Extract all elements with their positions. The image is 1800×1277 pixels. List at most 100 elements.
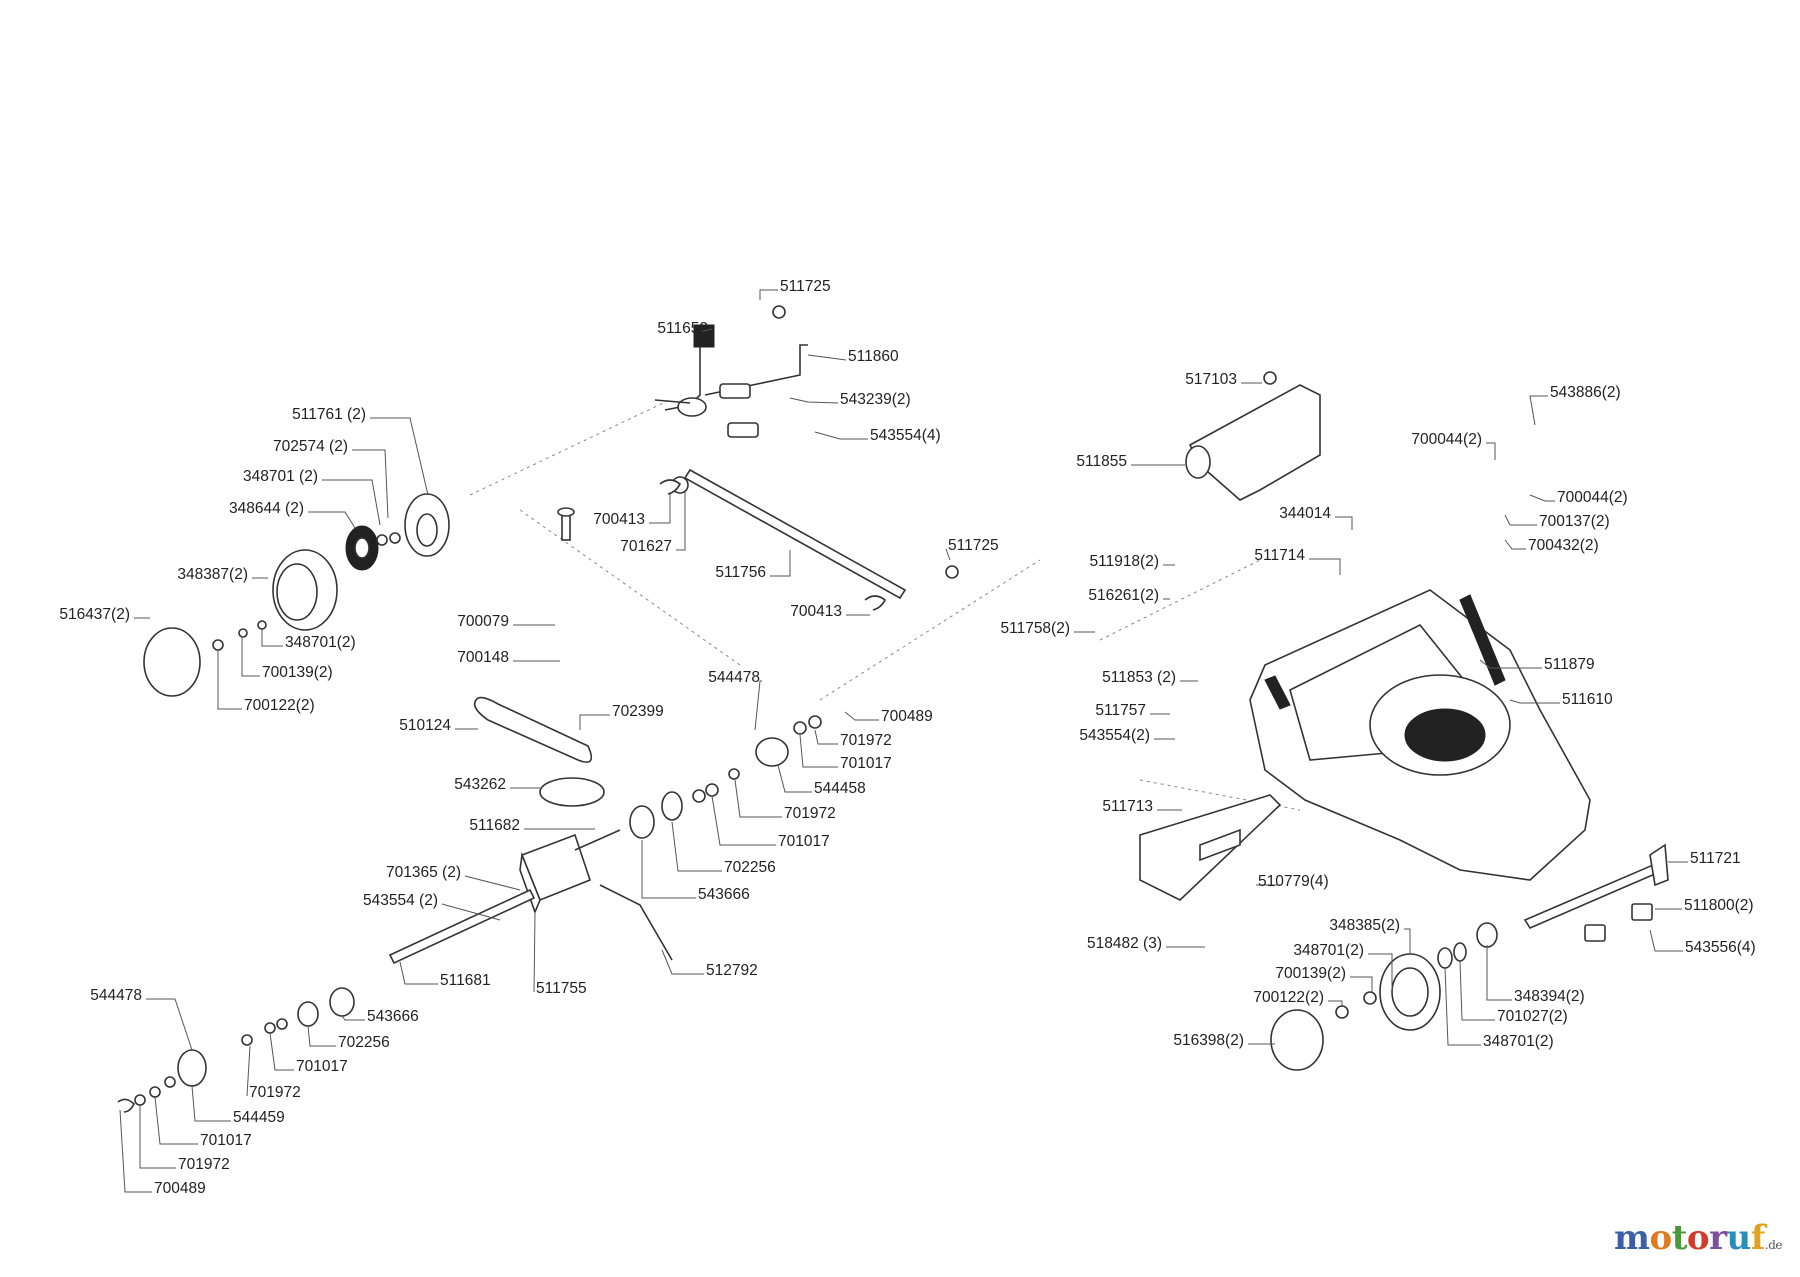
- part-label: 701972: [840, 732, 892, 749]
- leader-line: [579, 714, 610, 730]
- leader-line: [1529, 395, 1548, 426]
- part-label: 700489: [881, 708, 933, 725]
- leader-line: [844, 711, 879, 721]
- leader-line: [1335, 516, 1353, 530]
- leader-line: [699, 328, 713, 333]
- leader-line: [799, 734, 838, 768]
- leader-line: [661, 949, 704, 975]
- part-label: 511800(2): [1684, 897, 1754, 914]
- part-label: 511918(2): [1089, 553, 1159, 570]
- part-label: 701972: [178, 1156, 230, 1173]
- part-label: 348701(2): [1483, 1033, 1554, 1050]
- part-label: 348394(2): [1514, 988, 1585, 1005]
- leader-line: [1479, 659, 1542, 669]
- leader-line: [711, 795, 776, 846]
- part-label: 700122(2): [1253, 989, 1324, 1006]
- part-label: 543556(4): [1685, 939, 1756, 956]
- part-label: 511725: [780, 278, 831, 295]
- leader-line: [814, 431, 868, 440]
- part-label: 701365 (2): [386, 864, 461, 881]
- leader-line: [754, 680, 762, 731]
- part-label: 516261(2): [1088, 587, 1159, 604]
- part-label: 512792: [706, 962, 758, 979]
- part-label: 701017: [200, 1132, 252, 1149]
- part-label: 517103: [1185, 371, 1237, 388]
- logo-letter: o: [1686, 1218, 1710, 1258]
- leader-line: [154, 1096, 198, 1145]
- leader-line: [641, 840, 696, 899]
- part-label: 543554 (2): [363, 892, 438, 909]
- leader-line: [533, 911, 536, 993]
- leader-line: [269, 1032, 294, 1071]
- leader-line: [308, 511, 356, 529]
- part-label: 511713: [1102, 798, 1153, 815]
- part-label: 511714: [1254, 547, 1305, 564]
- leader-line: [1328, 1000, 1343, 1006]
- part-label: 544459: [233, 1109, 285, 1126]
- mower-deck: [1249, 589, 1591, 881]
- part-label: 348701 (2): [243, 468, 318, 485]
- part-label: 348644 (2): [229, 500, 304, 517]
- part-label: 348701(2): [285, 634, 356, 651]
- motoruf-logo: motoruf.de: [1614, 1218, 1782, 1258]
- part-label: 701627: [620, 538, 672, 555]
- part-label: 700079: [457, 613, 509, 630]
- part-label: 544458: [814, 780, 866, 797]
- leader-line: [146, 998, 193, 1051]
- part-label: 544478: [708, 669, 760, 686]
- part-label: 511757: [1095, 702, 1146, 719]
- part-label: 511758(2): [1000, 620, 1070, 637]
- part-label: 511725: [948, 537, 999, 554]
- part-label: 701972: [784, 805, 836, 822]
- part-label: 511879: [1544, 656, 1595, 673]
- part-label: 543262: [454, 776, 506, 793]
- part-label: 511855: [1076, 453, 1127, 470]
- part-label: 543666: [698, 886, 750, 903]
- leader-line: [649, 494, 671, 524]
- grass-bag-cover: [1185, 371, 1321, 501]
- leader-line: [246, 1045, 251, 1097]
- part-label: 516437(2): [59, 606, 130, 623]
- part-label: 701027(2): [1497, 1008, 1568, 1025]
- part-label: 348385(2): [1329, 917, 1400, 934]
- leader-line: [671, 821, 722, 872]
- part-label: 511682: [469, 817, 520, 834]
- part-label: 543554(4): [870, 427, 941, 444]
- leader-line: [1504, 539, 1526, 550]
- connecting-rod: [659, 468, 959, 611]
- part-label: 700044(2): [1411, 431, 1482, 448]
- part-label: 702399: [612, 703, 664, 720]
- leader-line: [1649, 929, 1683, 952]
- part-label: 543239(2): [840, 391, 911, 408]
- leader-line: [734, 779, 782, 818]
- logo-letter: t: [1671, 1218, 1688, 1258]
- part-label: 511761 (2): [292, 406, 366, 423]
- part-label: 700432(2): [1528, 537, 1599, 554]
- part-label: 702574 (2): [273, 438, 348, 455]
- part-label: 510124: [399, 717, 451, 734]
- part-label: 543666: [367, 1008, 419, 1025]
- part-label: 700489: [154, 1180, 206, 1197]
- part-label: 700139(2): [262, 664, 333, 681]
- part-label: 701017: [778, 833, 830, 850]
- part-label: 700122(2): [244, 697, 315, 714]
- leader-line: [945, 548, 951, 561]
- part-label: 511860: [848, 348, 899, 365]
- part-label: 348387(2): [177, 566, 248, 583]
- leader-line: [814, 729, 838, 745]
- leader-line: [399, 961, 438, 985]
- leader-line: [241, 636, 260, 677]
- part-label: 348701(2): [1293, 942, 1364, 959]
- part-label: 700044(2): [1557, 489, 1628, 506]
- leader-line: [352, 449, 389, 519]
- part-label: 702256: [338, 1034, 390, 1051]
- leader-line: [1509, 699, 1560, 704]
- leader-line: [1504, 514, 1537, 526]
- leader-line: [307, 1025, 336, 1047]
- leader-line: [676, 492, 686, 551]
- leader-line: [441, 903, 501, 921]
- height-adjust-lever: [654, 305, 808, 438]
- leader-line: [341, 1015, 365, 1021]
